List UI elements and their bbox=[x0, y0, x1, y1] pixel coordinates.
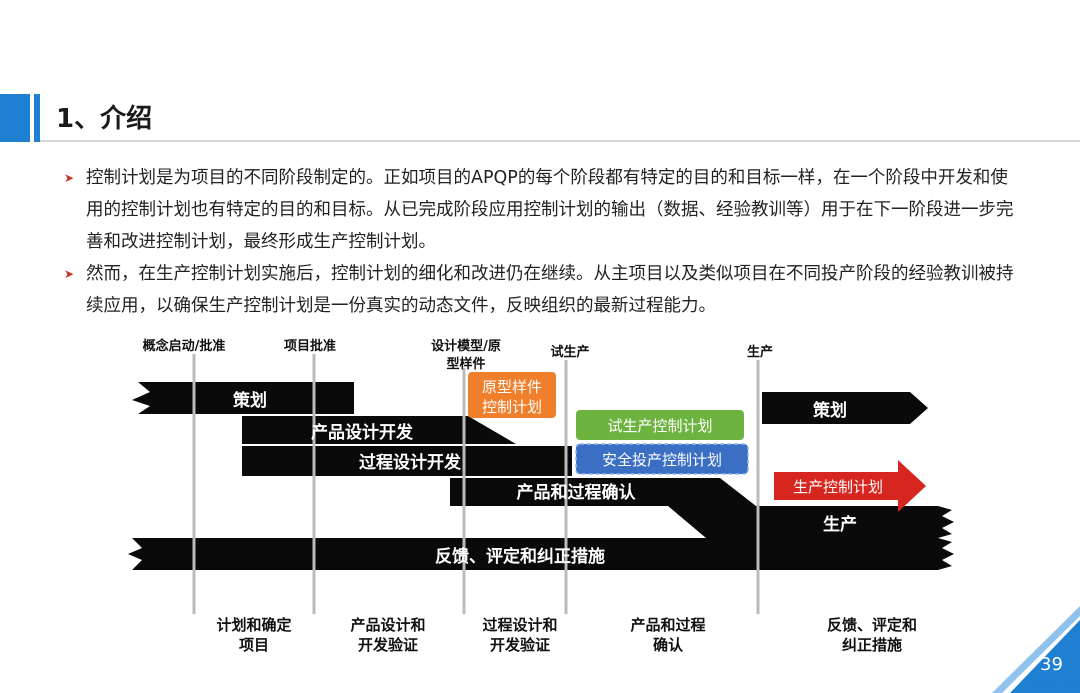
phase-5-line1: 反馈、评定和 bbox=[827, 616, 917, 634]
bullet-list: ➤ 控制计划是为项目的不同阶段制定的。正如项目的APQP的每个阶段都有特定的目的… bbox=[64, 162, 1024, 322]
phase-1-line1: 计划和确定 bbox=[216, 616, 291, 634]
watermark: Ctrol.CN bbox=[1028, 679, 1078, 692]
phase-3-line2: 开发验证 bbox=[490, 636, 550, 654]
milestone-pilot: 试生产 bbox=[550, 344, 589, 360]
svg-text:控制计划: 控制计划 bbox=[482, 398, 542, 416]
bullet-arrow-icon: ➤ bbox=[64, 171, 75, 185]
milestone-launch: 生产 bbox=[747, 344, 773, 360]
milestone-concept: 概念启动/批准 bbox=[143, 338, 226, 354]
slide-number: 39 bbox=[1040, 654, 1063, 675]
bar-plan-right bbox=[762, 392, 928, 424]
title-bar: 1、介绍 bbox=[0, 94, 1080, 142]
bar-product-dev bbox=[242, 416, 516, 444]
svg-text:试生产控制计划: 试生产控制计划 bbox=[607, 417, 712, 435]
bar-process-dev bbox=[242, 446, 572, 476]
bar-plan-left bbox=[132, 382, 354, 414]
phase-3-line1: 过程设计和 bbox=[482, 616, 557, 634]
milestone-prototype-2: 型样件 bbox=[446, 356, 485, 372]
title-accent-stripe bbox=[34, 94, 40, 142]
bar-validation bbox=[450, 478, 756, 506]
phase-5-line2: 纠正措施 bbox=[842, 636, 902, 654]
bullet-text: 然而，在生产控制计划实施后，控制计划的细化和改进仍在继续。从主项目以及类似项目在… bbox=[86, 264, 1014, 316]
arrow-production-control-plan bbox=[774, 460, 926, 512]
svg-text:原型样件: 原型样件 bbox=[482, 378, 542, 396]
box-safe-launch-control-plan bbox=[575, 443, 749, 475]
milestone-prototype: 设计模型/原 bbox=[431, 338, 501, 354]
bar-production bbox=[668, 506, 938, 538]
phase-1-line2: 项目 bbox=[239, 636, 269, 654]
box-prototype-control-plan bbox=[468, 372, 556, 418]
phase-2-line1: 产品设计和 bbox=[350, 616, 425, 634]
apqp-control-plan-diagram: 概念启动/批准 项目批准 设计模型/原 型样件 试生产 生产 策划 产品设计开发… bbox=[128, 338, 954, 654]
label-plan-right: 策划 bbox=[813, 400, 847, 421]
bullet-text: 控制计划是为项目的不同阶段制定的。正如项目的APQP的每个阶段都有特定的目的和目… bbox=[86, 168, 1014, 252]
bullet-item: ➤ 控制计划是为项目的不同阶段制定的。正如项目的APQP的每个阶段都有特定的目的… bbox=[64, 162, 1024, 258]
bullet-arrow-icon: ➤ bbox=[64, 267, 75, 281]
phase-2-line2: 开发验证 bbox=[358, 636, 418, 654]
label-product-dev: 产品设计开发 bbox=[311, 422, 414, 443]
box-prelaunch-control-plan bbox=[576, 410, 744, 440]
label-validation: 产品和过程确认 bbox=[517, 482, 637, 503]
bullet-item: ➤ 然而，在生产控制计划实施后，控制计划的细化和改进仍在继续。从主项目以及类似项… bbox=[64, 258, 1024, 322]
label-feedback: 反馈、评定和纠正措施 bbox=[435, 546, 605, 567]
svg-text:安全投产控制计划: 安全投产控制计划 bbox=[602, 451, 722, 469]
svg-text:生产控制计划: 生产控制计划 bbox=[793, 478, 883, 496]
milestone-project-approval: 项目批准 bbox=[284, 338, 336, 354]
page-title: 1、介绍 bbox=[56, 104, 153, 134]
label-plan-left: 策划 bbox=[233, 390, 267, 411]
phase-4-line2: 确认 bbox=[653, 636, 684, 654]
label-process-dev: 过程设计开发 bbox=[359, 452, 462, 473]
bar-feedback bbox=[128, 538, 938, 570]
title-accent-block bbox=[0, 94, 30, 142]
label-production: 生产 bbox=[823, 514, 857, 535]
title-underline bbox=[40, 140, 1080, 142]
phase-4-line1: 产品和过程 bbox=[630, 616, 705, 634]
